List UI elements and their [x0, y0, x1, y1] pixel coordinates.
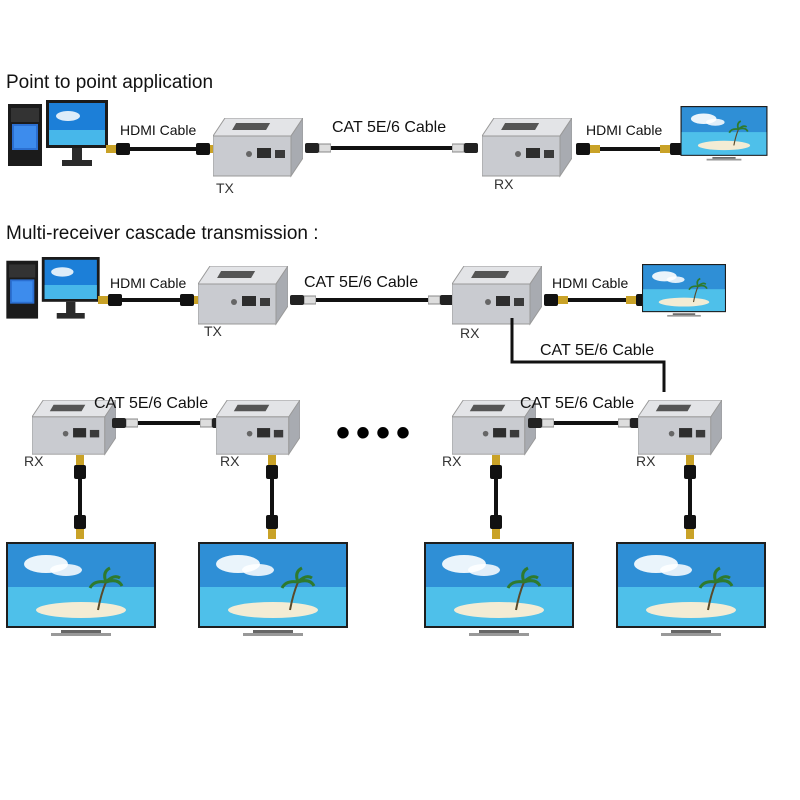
source-computer-icon: [8, 100, 108, 166]
rj45-plug-icon: [452, 142, 478, 154]
hdmi-plug-icon: [544, 294, 568, 306]
rx-extender-icon: [482, 118, 572, 177]
cat-cable-label: CAT 5E/6 Cable: [94, 395, 208, 412]
rj45-plug-icon: [112, 417, 138, 429]
vertical-hdmi-cable-3: [490, 455, 502, 539]
cat-cable-label: CAT 5E/6 Cable: [332, 119, 446, 136]
hdmi-plug-icon: [660, 143, 684, 155]
rj45-plug-icon: [428, 294, 454, 306]
display-tv-icon: [6, 542, 156, 638]
vertical-hdmi-cable-1: [74, 455, 86, 539]
cat-cable-label: CAT 5E/6 Cable: [540, 342, 654, 359]
cascade-cat-cable-line: [510, 318, 666, 392]
point-to-point-title: Point to point application: [6, 72, 213, 93]
rx-extender-icon: [216, 400, 300, 455]
tx-label: TX: [216, 180, 235, 196]
hdmi-cable-label: HDMI Cable: [552, 275, 628, 291]
cat-cable-label: CAT 5E/6 Cable: [304, 274, 418, 291]
vertical-hdmi-cable-4: [684, 455, 696, 539]
source-computer-icon: [6, 257, 100, 319]
tx-extender-icon: [198, 266, 288, 325]
vertical-hdmi-cable-2: [266, 455, 278, 539]
rj45-plug-icon: [528, 417, 554, 429]
rx-label: RX: [442, 453, 462, 469]
rx-label: RX: [24, 453, 44, 469]
tx-label: TX: [204, 323, 223, 339]
tx-extender-icon: [213, 118, 303, 177]
rx-extender-icon: [638, 400, 722, 455]
hdmi-plug-icon: [106, 143, 130, 155]
rx-label: RX: [636, 453, 656, 469]
rx-label: RX: [220, 453, 240, 469]
ellipsis-more-receivers: ••••: [336, 411, 416, 455]
hdmi-cable-label: HDMI Cable: [120, 122, 196, 138]
cascade-title: Multi-receiver cascade transmission :: [6, 223, 319, 244]
rj45-plug-icon: [290, 294, 316, 306]
hdmi-cable-label: HDMI Cable: [586, 122, 662, 138]
hdmi-cable-label: HDMI Cable: [110, 275, 186, 291]
display-tv-icon: [616, 542, 766, 638]
display-tv-icon: [198, 542, 348, 638]
hdmi-plug-icon: [98, 294, 122, 306]
display-tv-icon: [680, 106, 768, 162]
display-tv-icon: [642, 263, 726, 318]
rx-extender-icon: [452, 266, 542, 325]
cat-cable-label: CAT 5E/6 Cable: [520, 395, 634, 412]
display-tv-icon: [424, 542, 574, 638]
rj45-plug-icon: [305, 142, 331, 154]
rx-label: RX: [460, 325, 480, 341]
hdmi-plug-icon: [576, 143, 600, 155]
rx-label: RX: [494, 176, 514, 192]
